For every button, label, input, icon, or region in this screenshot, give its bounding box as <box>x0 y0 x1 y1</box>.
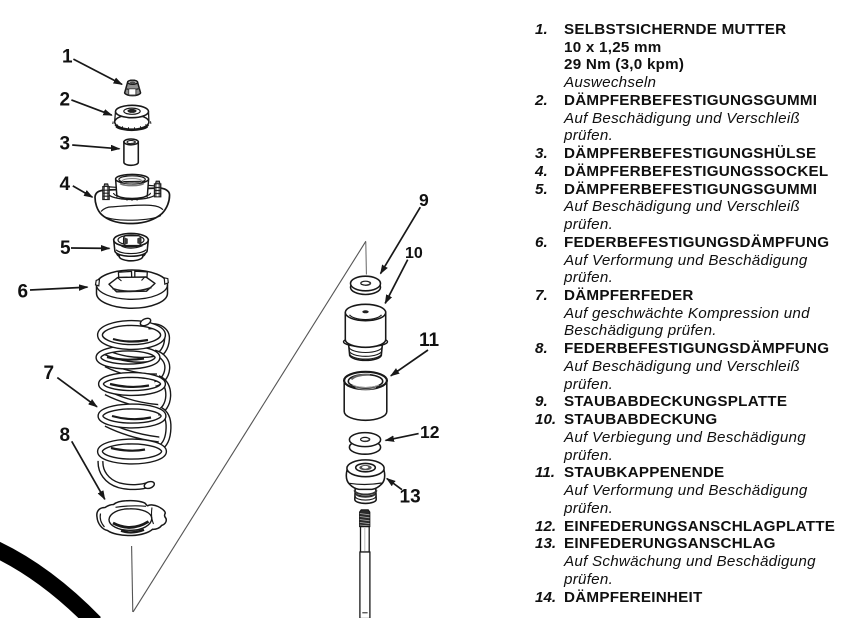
svg-text:1: 1 <box>62 47 73 68</box>
svg-text:12: 12 <box>420 422 440 442</box>
svg-text:2: 2 <box>60 90 71 111</box>
svg-text:10: 10 <box>405 245 423 262</box>
svg-text:4: 4 <box>60 174 71 195</box>
svg-text:8: 8 <box>60 425 71 446</box>
svg-text:11: 11 <box>419 330 440 351</box>
svg-text:5: 5 <box>60 238 71 259</box>
svg-text:7: 7 <box>44 363 55 384</box>
svg-text:9: 9 <box>419 190 429 210</box>
svg-text:6: 6 <box>18 282 29 303</box>
svg-text:3: 3 <box>60 134 71 155</box>
svg-text:13: 13 <box>400 487 421 508</box>
